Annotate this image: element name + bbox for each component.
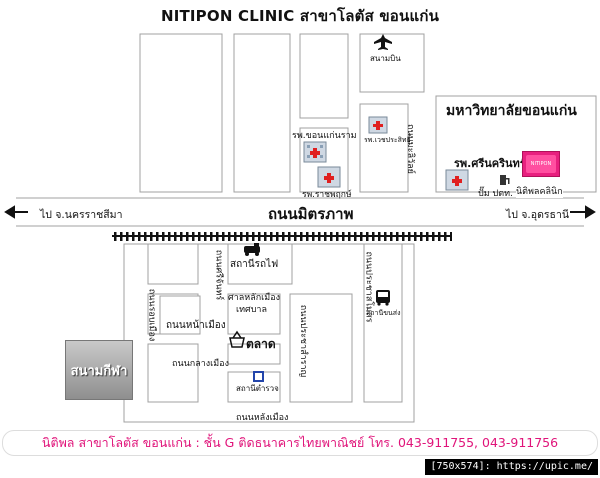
hospital-label-khonkaen-ram: รพ.ขอนแก่นราม (292, 131, 357, 141)
clinic-label: นิติพลคลินิก (516, 184, 563, 198)
hospital-label-rajpruek: รพ.ราชพฤกษ์ (302, 190, 352, 200)
gas-station-icon (500, 175, 510, 185)
road-label-na-muang: ถนนหน้าเมือง (166, 320, 226, 331)
road-label-sri-chan: ถนนศรีจันทร์ (213, 249, 224, 301)
bus-terminal-label: สถานีขนส่ง (366, 309, 401, 317)
road-label-klang-muang: ถนนกลางเมือง (172, 359, 229, 369)
city-pillar-label: ศาลหลักเมือง (228, 293, 280, 303)
hospital-label-vejpracharak: รพ.เวชประสิทธิ์ (364, 136, 411, 144)
direction-arrows (4, 205, 596, 219)
road-label-lang-muang: ถนนหลังเมือง (236, 413, 289, 423)
police-label: สถานีตำรวจ (236, 384, 279, 393)
hospital-label-srinagarind: รพ.ศรีนครินทร์ (454, 157, 526, 170)
airplane-icon (374, 34, 392, 50)
hospital-icon (317, 166, 341, 188)
road-label-rop-muang: ถนนรอบเมือง (146, 288, 157, 342)
municipality-label: เทศบาล (236, 305, 268, 315)
direction-label-right: ไป จ.อุดรธานี (506, 209, 570, 221)
stadium: สนามกีฬา (65, 340, 133, 400)
road-label-mittraphap: ถนนมิตรภาพ (268, 205, 354, 223)
hospital-icon (445, 169, 469, 191)
train-station-label: สถานีรถไฟ (230, 259, 279, 270)
hospital-icon (303, 141, 327, 163)
basket-icon (229, 330, 245, 348)
airport-label: สนามบิน (370, 54, 401, 63)
railway (112, 232, 452, 241)
clinic-logo: NITIPON (522, 151, 560, 177)
gas-station-label: ปั๊ม ปตท. (478, 189, 513, 199)
bus-icon (376, 290, 390, 306)
road-label-maliwan: ถนนมะลิวัลย์ (404, 124, 415, 174)
university-label: มหาวิทยาลัยขอนแก่น (446, 103, 577, 119)
watermark: [750x574]: https://upic.me/ (425, 459, 598, 475)
address-footer: นิติพล สาขาโลตัส ขอนแก่น : ชั้น G ติดธนา… (2, 430, 598, 456)
road-label-pracha-sumran: ถนนประชาสำราญ (298, 304, 309, 378)
police-icon (253, 371, 264, 382)
footer-text: นิติพล สาขาโลตัส ขอนแก่น : ชั้น G ติดธนา… (41, 435, 559, 450)
direction-label-left: ไป จ.นครราชสีมา (40, 209, 123, 221)
hospital-icon (368, 116, 388, 134)
stadium-label: สนามกีฬา (70, 363, 128, 379)
page-title: NITIPON CLINIC สาขาโลตัส ขอนแก่น (160, 7, 440, 25)
market-label: ตลาด (246, 337, 276, 351)
train-icon (244, 243, 260, 256)
